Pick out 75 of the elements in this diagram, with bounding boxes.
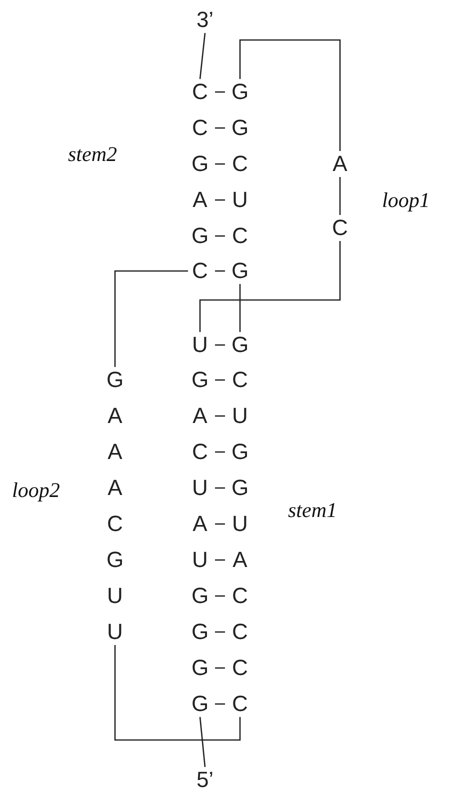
backbone-line: [339, 177, 341, 215]
nucleotide-letter: U: [228, 403, 252, 429]
backbone-line: [114, 270, 188, 367]
backbone-line: [199, 716, 206, 768]
base-pair-line: [215, 163, 225, 165]
base-pair-line: [215, 451, 225, 453]
nucleotide-letter: C: [228, 691, 252, 717]
region-label: stem1: [288, 498, 337, 523]
nucleotide-letter: G: [228, 475, 252, 501]
base-pair-line: [215, 559, 225, 561]
nucleotide-letter: G: [228, 258, 252, 284]
region-label: loop1: [382, 188, 430, 213]
base-pair-line: [215, 235, 225, 237]
nucleotide-letter: G: [103, 547, 127, 573]
nucleotide-letter: C: [228, 655, 252, 681]
base-pair-line: [215, 415, 225, 417]
nucleotide-letter: U: [188, 332, 212, 358]
nucleotide-letter: C: [188, 115, 212, 141]
nucleotide-letter: C: [228, 151, 252, 177]
nucleotide-letter: C: [188, 439, 212, 465]
base-pair-line: [215, 667, 225, 669]
nucleotide-letter: G: [188, 691, 212, 717]
nucleotide-letter: G: [188, 367, 212, 393]
base-pair-line: [215, 270, 225, 272]
nucleotide-letter: U: [103, 619, 127, 645]
base-pair-line: [215, 379, 225, 381]
backbone-line: [114, 645, 241, 741]
nucleotide-letter: C: [228, 223, 252, 249]
region-label: stem2: [68, 142, 117, 167]
backbone-line: [199, 241, 341, 332]
base-pair-line: [215, 523, 225, 525]
base-pair-line: [215, 595, 225, 597]
nucleotide-letter: G: [228, 332, 252, 358]
nucleotide-letter: G: [188, 151, 212, 177]
base-pair-line: [215, 91, 225, 93]
nucleotide-letter: G: [228, 79, 252, 105]
nucleotide-letter: A: [328, 151, 352, 177]
nucleotide-letter: G: [188, 655, 212, 681]
nucleotide-letter: A: [188, 403, 212, 429]
nucleotide-letter: C: [103, 511, 127, 537]
nucleotide-letter: C: [328, 215, 352, 241]
nucleotide-letter: A: [103, 403, 127, 429]
nucleotide-letter: A: [188, 511, 212, 537]
backbone-line: [199, 32, 206, 80]
nucleotide-letter: G: [228, 115, 252, 141]
base-pair-line: [215, 127, 225, 129]
backbone-line: [239, 284, 241, 332]
nucleotide-letter: C: [188, 79, 212, 105]
region-label: loop2: [12, 478, 60, 503]
nucleotide-letter: C: [228, 583, 252, 609]
nucleotide-letter: A: [103, 439, 127, 465]
base-pair-line: [215, 703, 225, 705]
backbone-line: [239, 39, 341, 151]
base-pair-line: [215, 199, 225, 201]
nucleotide-letter: C: [188, 258, 212, 284]
nucleotide-letter: A: [103, 475, 127, 501]
nucleotide-letter: G: [188, 619, 212, 645]
nucleotide-letter: C: [228, 367, 252, 393]
nucleotide-letter: G: [228, 439, 252, 465]
nucleotide-letter: 3’: [193, 7, 217, 33]
nucleotide-letter: U: [228, 187, 252, 213]
nucleotide-letter: U: [188, 475, 212, 501]
base-pair-line: [215, 487, 225, 489]
base-pair-line: [215, 344, 225, 346]
nucleotide-letter: U: [188, 547, 212, 573]
nucleotide-letter: G: [188, 583, 212, 609]
nucleotide-letter: C: [228, 619, 252, 645]
nucleotide-letter: A: [228, 547, 252, 573]
nucleotide-letter: G: [188, 223, 212, 249]
nucleotide-letter: A: [188, 187, 212, 213]
nucleotide-letter: G: [103, 367, 127, 393]
base-pair-line: [215, 631, 225, 633]
nucleotide-letter: 5’: [193, 767, 217, 793]
nucleotide-letter: U: [103, 583, 127, 609]
nucleotide-letter: U: [228, 511, 252, 537]
